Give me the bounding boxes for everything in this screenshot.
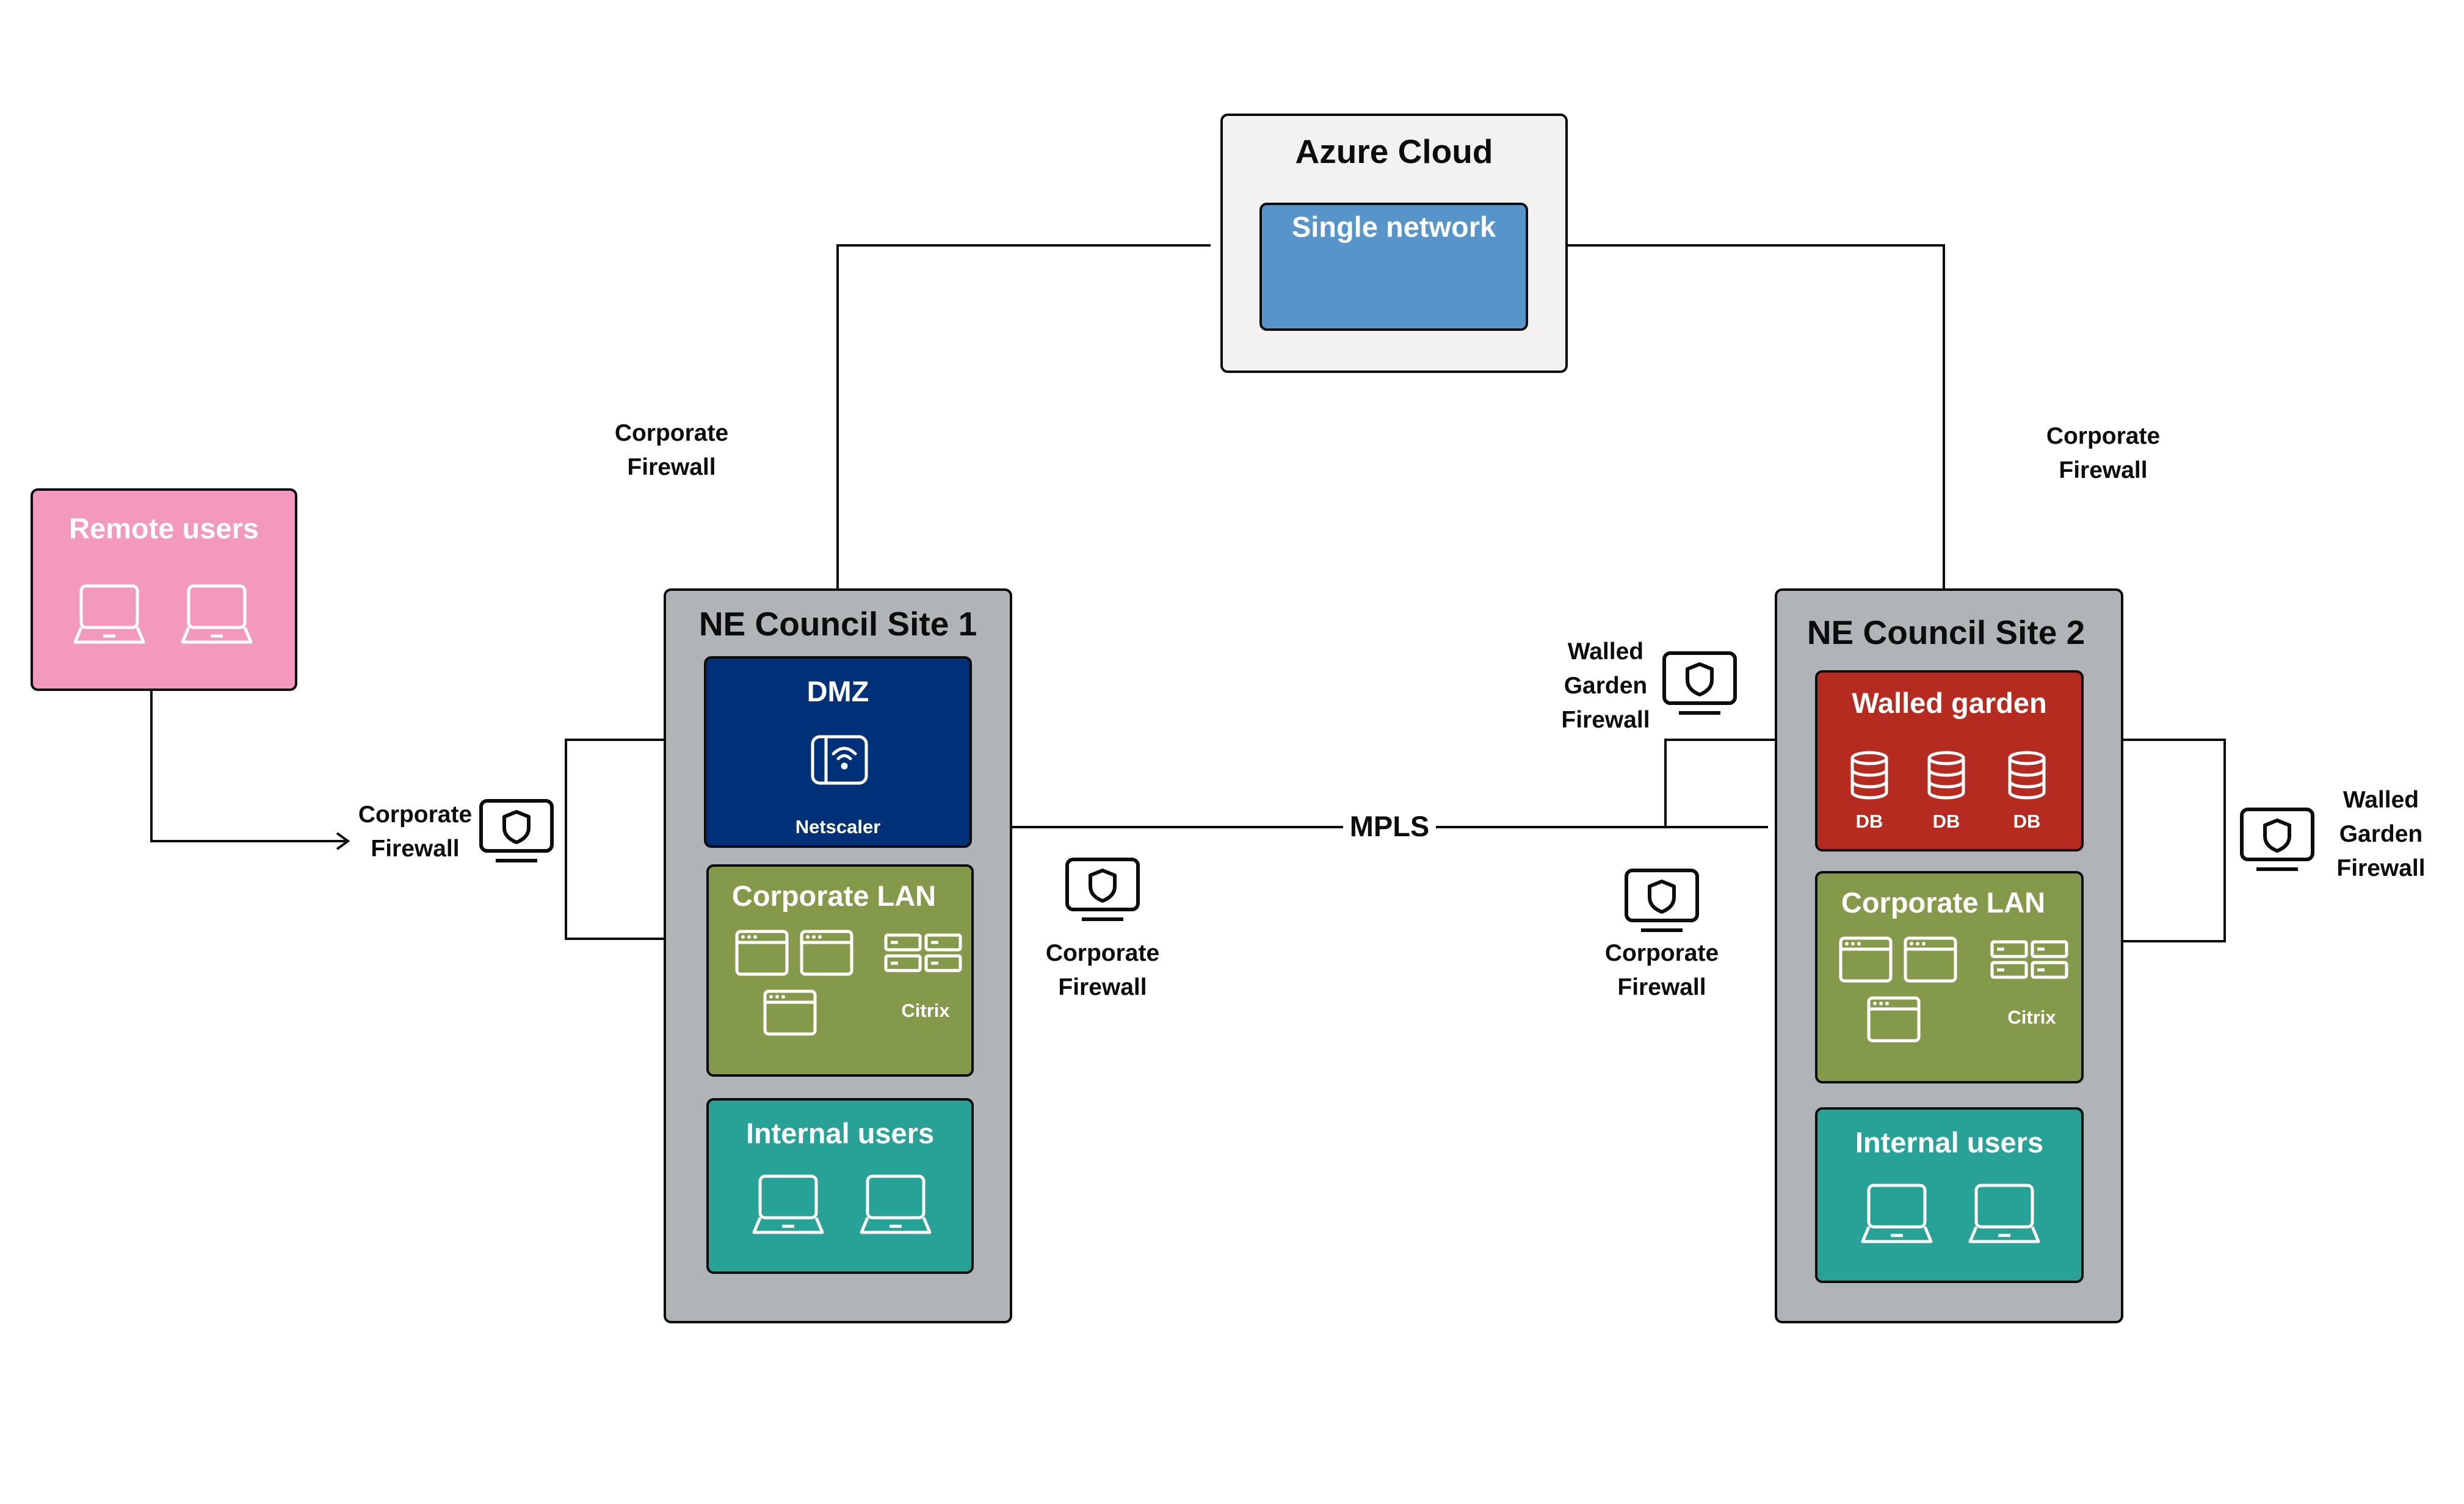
laptop-icon — [752, 1174, 824, 1234]
shield-monitor-icon — [2240, 808, 2314, 871]
line-azure-site2 — [1567, 244, 1945, 588]
firewall-label-line: Corporate — [1045, 940, 1160, 966]
single-network-box: Single network — [1259, 203, 1528, 331]
arrow-head-remote — [336, 832, 350, 850]
browser-window-icon — [1867, 996, 1921, 1043]
shield-monitor-icon — [1662, 651, 1737, 715]
walled-garden-firewall-label-right: Walled Garden Firewall — [2296, 783, 2464, 886]
firewall-label-line: Firewall — [2336, 855, 2426, 881]
site2-corporate-lan-box: Corporate LAN Citrix — [1815, 871, 2084, 1083]
browser-window-icon — [1904, 936, 1957, 983]
line-walled-right-loop — [2081, 739, 2226, 942]
site1-internal-users-box: Internal users — [706, 1098, 974, 1274]
remote-users-box: Remote users — [31, 488, 297, 691]
site1-corporate-lan-box: Corporate LAN Citrix — [706, 864, 974, 1077]
line-walled-left — [1664, 739, 1814, 827]
firewall-label-line: Firewall — [1617, 974, 1706, 1000]
firewall-label-top-right: Corporate Firewall — [2018, 419, 2189, 488]
firewall-label-line: Firewall — [1561, 707, 1650, 733]
laptop-icon — [181, 584, 253, 644]
site2-box: NE Council Site 2 Walled garden DB DB DB… — [1775, 588, 2123, 1323]
firewall-label-line: Firewall — [627, 454, 716, 480]
site2-citrix-caption: Citrix — [2007, 1007, 2056, 1028]
dmz-caption: Netscaler — [795, 816, 881, 837]
line-dmz-lan-loop — [565, 739, 703, 940]
walled-garden-firewall-label-left: Walled Garden Firewall — [1520, 635, 1691, 737]
site2-corporate-lan-title: Corporate LAN — [1841, 886, 2046, 919]
laptop-icon — [1861, 1184, 1933, 1243]
router-icon — [811, 735, 868, 785]
firewall-label-line: Firewall — [371, 836, 460, 862]
azure-cloud-title: Azure Cloud — [1295, 132, 1493, 170]
browser-window-icon — [1839, 936, 1893, 983]
walled-garden-box: Walled garden DB DB DB — [1815, 670, 2084, 851]
shield-monitor-icon — [1625, 869, 1699, 932]
db-label: DB — [1855, 811, 1883, 832]
firewall-label-line: Corporate — [614, 420, 729, 446]
site1-citrix-caption: Citrix — [901, 1000, 950, 1021]
firewall-label-line: Firewall — [1058, 974, 1147, 1000]
firewall-label-line: Walled — [2343, 787, 2419, 813]
laptop-icon — [73, 584, 145, 644]
laptop-icon — [1968, 1184, 2040, 1243]
azure-cloud-box: Azure Cloud Single network — [1220, 114, 1568, 373]
firewall-label-mid-right: Corporate Firewall — [1576, 936, 1747, 1005]
site1-box: NE Council Site 1 DMZ Netscaler Corporat… — [664, 588, 1012, 1323]
firewall-label-line: Garden — [1564, 673, 1648, 699]
laptop-icon — [860, 1174, 932, 1234]
firewall-label-line: Garden — [2339, 821, 2423, 847]
dmz-title: DMZ — [806, 675, 869, 707]
browser-window-icon — [800, 930, 853, 976]
line-remote-fw — [150, 690, 346, 842]
site1-title: NE Council Site 1 — [698, 605, 977, 643]
browser-window-icon — [763, 989, 817, 1036]
mpls-label: MPLS — [1349, 810, 1430, 842]
remote-users-title: Remote users — [69, 512, 259, 544]
firewall-label-mid-left: Corporate Firewall — [1017, 936, 1188, 1005]
dmz-box: DMZ Netscaler — [704, 656, 972, 848]
browser-window-icon — [735, 930, 789, 976]
site1-corporate-lan-title: Corporate LAN — [731, 880, 937, 912]
firewall-label-line: Corporate — [1604, 940, 1719, 966]
shield-monitor-icon — [1065, 858, 1140, 921]
single-network-title: Single network — [1291, 211, 1496, 243]
site2-internal-users-title: Internal users — [1855, 1126, 2044, 1159]
firewall-label-line: Corporate — [2046, 423, 2161, 449]
site1-internal-users-title: Internal users — [745, 1117, 935, 1149]
server-icon — [1990, 940, 2068, 979]
server-icon — [884, 933, 962, 972]
database-icon — [2008, 751, 2046, 800]
shield-monitor-icon — [479, 799, 554, 862]
db-label: DB — [1932, 811, 1960, 832]
firewall-label-top-left: Corporate Firewall — [586, 416, 757, 485]
walled-garden-title: Walled garden — [1852, 687, 2047, 719]
database-icon — [1927, 751, 1965, 800]
database-icon — [1850, 751, 1888, 800]
firewall-label-line: Corporate — [358, 801, 473, 828]
firewall-label-remote: Corporate Firewall — [336, 798, 495, 866]
db-label: DB — [2013, 811, 2041, 832]
site2-internal-users-box: Internal users — [1815, 1107, 2084, 1283]
line-azure-site1 — [836, 244, 1211, 588]
firewall-label-line: Firewall — [2059, 457, 2148, 483]
firewall-label-line: Walled — [1567, 638, 1644, 665]
site2-title: NE Council Site 2 — [1806, 613, 2085, 651]
